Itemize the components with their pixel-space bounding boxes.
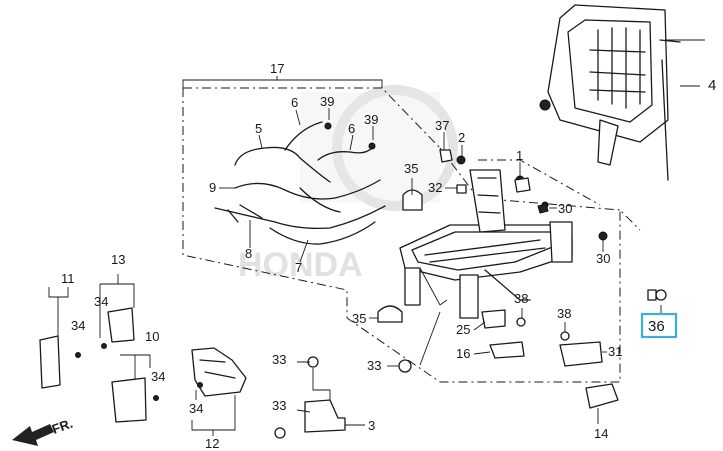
honda-watermark: HONDA xyxy=(238,85,458,284)
part-label-34d: 34 xyxy=(189,401,203,416)
part-label-32: 32 xyxy=(428,180,442,195)
part-label-6a: 6 xyxy=(291,95,298,110)
part-label-35b: 35 xyxy=(352,311,366,326)
front-arrow-icon xyxy=(12,424,54,446)
part-label-2: 2 xyxy=(458,130,465,145)
hardware-parts xyxy=(377,149,667,373)
watermark-text: HONDA xyxy=(238,246,363,284)
leader-4 xyxy=(665,39,705,87)
part-label-9: 9 xyxy=(209,180,216,195)
part-label-7: 7 xyxy=(295,260,302,275)
part-label-37: 37 xyxy=(435,118,449,133)
part-label-25: 25 xyxy=(456,322,470,337)
part-label-33a: 33 xyxy=(367,358,381,373)
part-label-6b: 6 xyxy=(348,121,355,136)
part-label-12: 12 xyxy=(205,436,219,451)
seat-cushion-frame xyxy=(399,169,573,319)
part-label-34c: 34 xyxy=(151,369,165,384)
highlight-box-36 xyxy=(640,312,678,339)
part-label-4: 4 xyxy=(708,77,716,94)
part-label-39a: 39 xyxy=(320,94,334,109)
leader-lines xyxy=(48,76,662,436)
part-label-38b: 38 xyxy=(557,306,571,321)
cable-bundle xyxy=(214,121,386,245)
part-label-34a: 34 xyxy=(71,318,85,333)
part-label-13: 13 xyxy=(111,252,125,267)
lower-brackets xyxy=(39,307,619,439)
part-label-36: 36 xyxy=(648,318,665,335)
part-label-33c: 33 xyxy=(272,398,286,413)
part-label-10: 10 xyxy=(145,329,159,344)
front-arrow-label: FR. xyxy=(50,416,75,437)
seat-back-frame xyxy=(539,4,681,181)
part-label-30a: 30 xyxy=(558,201,572,216)
part-label-38a: 38 xyxy=(514,291,528,306)
part-label-30b: 30 xyxy=(596,251,610,266)
part-label-35a: 35 xyxy=(404,161,418,176)
part-label-11: 11 xyxy=(61,271,75,286)
part-label-1: 1 xyxy=(516,148,523,163)
part-label-34b: 34 xyxy=(94,294,108,309)
subframe-right xyxy=(478,159,601,206)
part-label-5: 5 xyxy=(255,121,262,136)
part-label-33b: 33 xyxy=(272,352,286,367)
part-labels: 17 6 39 39 5 6 9 8 7 37 2 1 35 32 30 30 … xyxy=(61,61,665,451)
part-label-8: 8 xyxy=(245,246,252,261)
part-label-16: 16 xyxy=(456,346,470,361)
part-label-39b: 39 xyxy=(364,112,378,127)
part-label-3: 3 xyxy=(368,418,375,433)
part-label-14: 14 xyxy=(594,426,608,441)
part-label-31: 31 xyxy=(608,344,622,359)
part-label-17: 17 xyxy=(270,61,284,76)
